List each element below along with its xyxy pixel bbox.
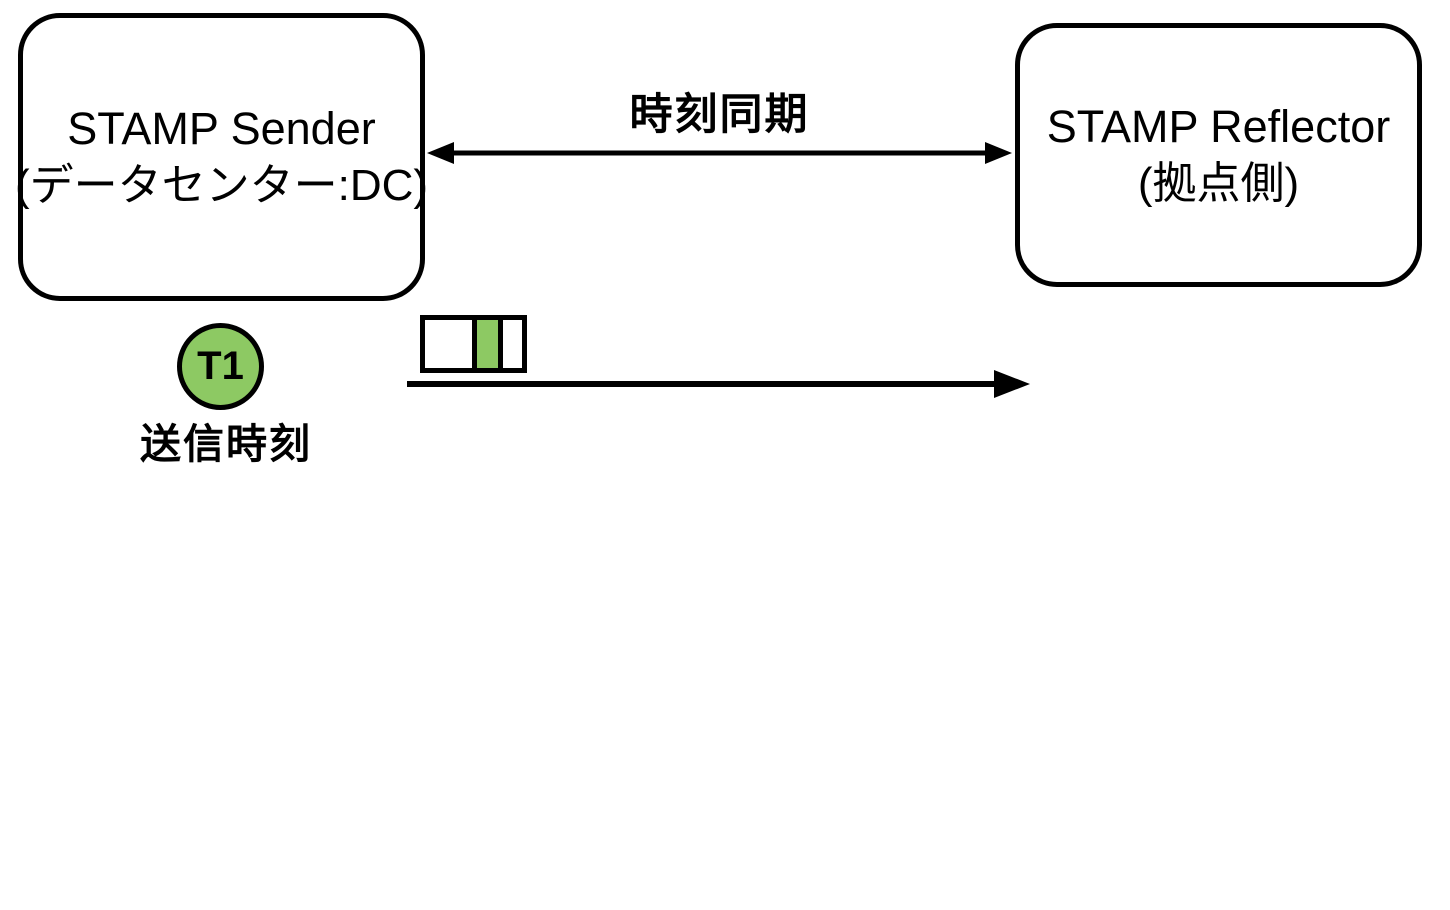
packet-cell-timestamp bbox=[477, 320, 498, 368]
time-sync-label: 時刻同期 bbox=[629, 91, 810, 139]
double-arrow-icon bbox=[427, 142, 1012, 164]
packet-cell-left bbox=[425, 320, 472, 368]
t1-caption: 送信時刻 bbox=[140, 421, 312, 467]
reflector-node-box: STAMP Reflector (拠点側) bbox=[1015, 23, 1422, 287]
t1-timestamp-badge: T1 bbox=[177, 323, 264, 410]
sender-subtitle: (データセンター:DC) bbox=[14, 161, 429, 210]
sender-title: STAMP Sender bbox=[67, 103, 376, 154]
reflector-title: STAMP Reflector bbox=[1046, 101, 1391, 152]
reflector-subtitle: (拠点側) bbox=[1137, 159, 1300, 208]
sender-node-box: STAMP Sender (データセンター:DC) bbox=[14, 13, 429, 301]
send-arrow-icon bbox=[407, 370, 1030, 398]
packet-cell-right bbox=[503, 320, 522, 368]
stamp-packet-icon bbox=[420, 315, 527, 373]
t1-label: T1 bbox=[197, 344, 244, 388]
